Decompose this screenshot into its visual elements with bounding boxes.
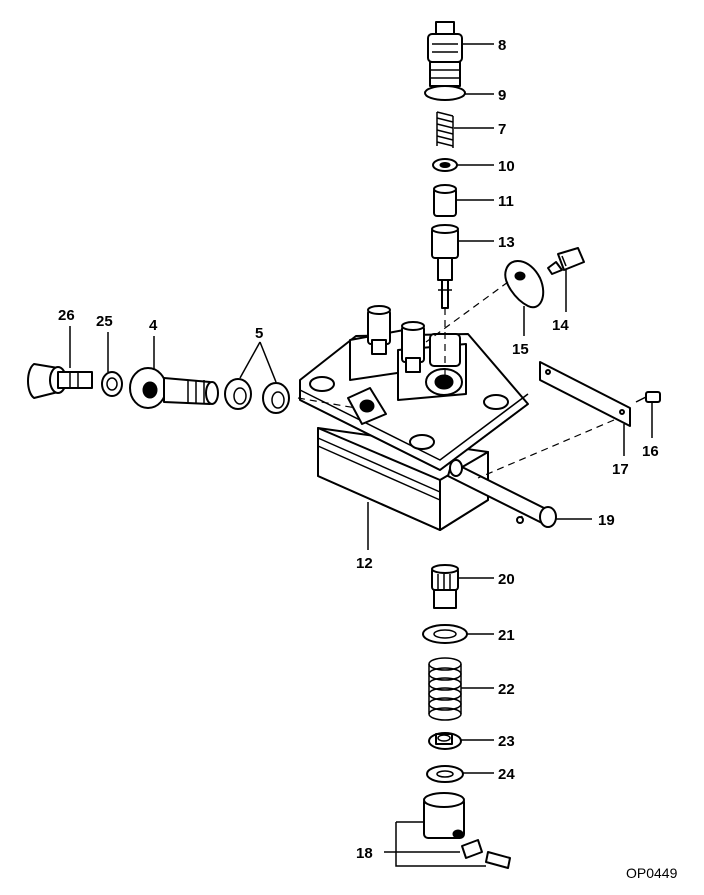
delivery-valve-part-11: [433, 184, 457, 217]
drawing-code: OP0449: [626, 865, 678, 881]
label-part-26: 26: [58, 307, 75, 324]
bolt-part-14: [547, 247, 585, 275]
label-part-12: 12: [356, 555, 373, 572]
label-part-23: 23: [498, 733, 515, 750]
label-part-10: 10: [498, 158, 515, 175]
bracket-part-15: [504, 260, 545, 309]
label-part-20: 20: [498, 571, 515, 588]
plunger-part-13: [431, 224, 459, 309]
spring-part-7: [436, 111, 454, 148]
label-part-8: 8: [498, 37, 506, 54]
small-bolt-part-16: [635, 391, 661, 403]
label-part-7: 7: [498, 121, 506, 138]
label-part-11: 11: [498, 193, 514, 210]
label-part-22: 22: [498, 681, 515, 698]
label-part-25: 25: [96, 313, 113, 330]
spring-seat-part-21: [422, 624, 468, 644]
washers-part-5: [224, 378, 290, 414]
label-part-13: 13: [498, 234, 515, 251]
label-part-16: 16: [642, 443, 659, 460]
callout-labels: 8 9 7 10 11 13 14 15 16 17 19 12 20 21 2…: [58, 37, 678, 881]
rack-shaft-part-19: [447, 459, 557, 528]
banjo-fitting-part-4: [129, 367, 219, 409]
assembly-lines: [297, 281, 615, 479]
label-part-4: 4: [149, 317, 158, 334]
label-part-21: 21: [498, 627, 515, 644]
label-part-15: 15: [512, 341, 529, 358]
label-part-5: 5: [255, 325, 263, 342]
plunger-spring-part-22: [428, 657, 462, 721]
shim-plate-part-17: [539, 361, 631, 427]
label-part-9: 9: [498, 87, 506, 104]
label-part-14: 14: [552, 317, 569, 334]
control-sleeve-part-20: [431, 564, 459, 609]
tappet-assembly-part-18: [423, 792, 511, 869]
shim-part-24: [426, 765, 464, 783]
banjo-bolt-part-26: [27, 363, 93, 399]
washer-part-10: [432, 158, 458, 172]
lower-spring-seat-part-23: [428, 732, 462, 750]
washer-part-25: [101, 371, 123, 397]
delivery-valve-holder-part-8: [427, 21, 463, 87]
label-part-24: 24: [498, 766, 515, 783]
label-part-19: 19: [598, 512, 615, 529]
label-part-17: 17: [612, 461, 629, 478]
label-part-18: 18: [356, 845, 373, 862]
gasket-part-9: [424, 85, 466, 101]
pump-housing-part-12: [299, 305, 529, 531]
leader-lines: [69, 43, 653, 867]
